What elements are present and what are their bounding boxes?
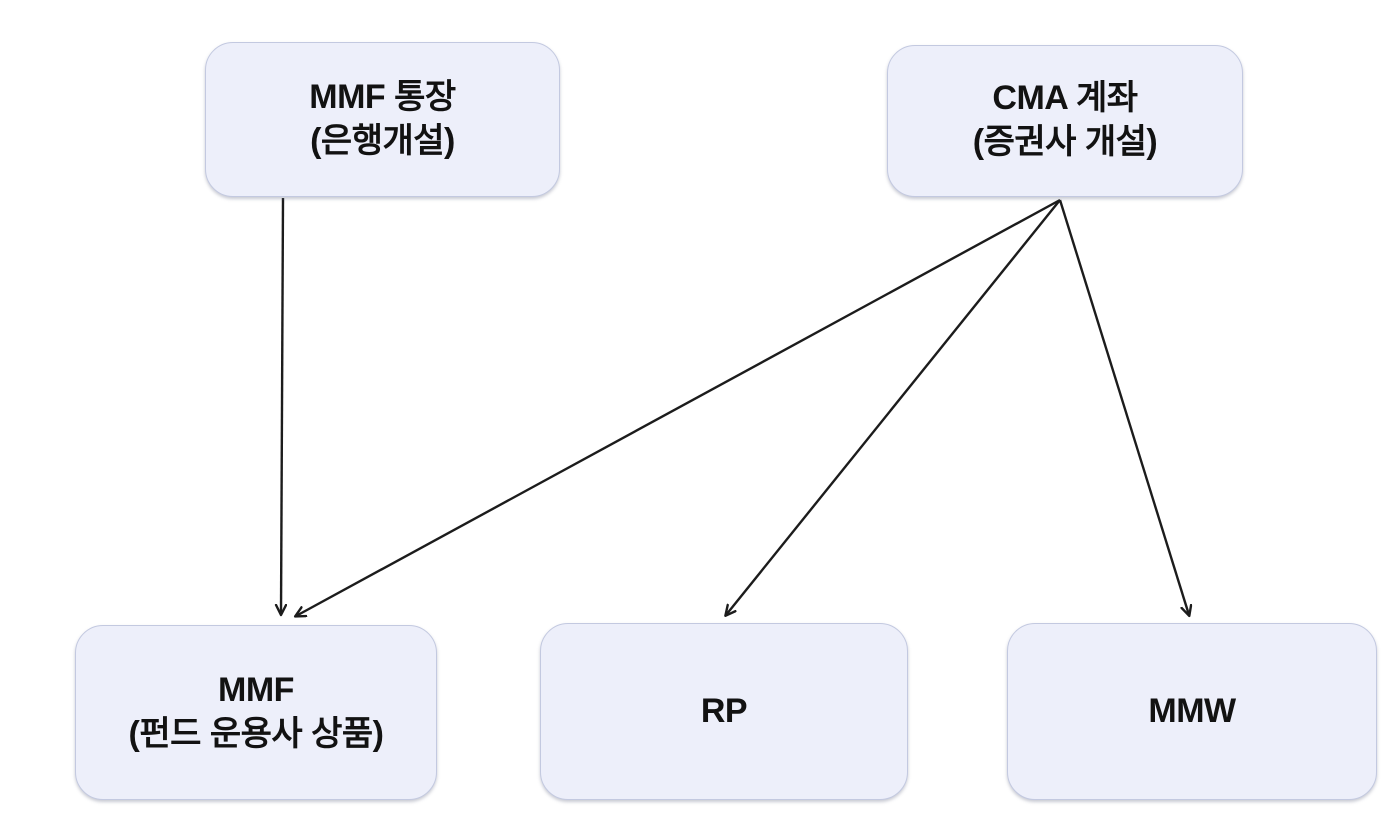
node-mmf-product: MMF (펀드 운용사 상품) — [75, 625, 437, 800]
node-cma-account-label: CMA 계좌 — [992, 79, 1138, 118]
node-mmw-product-label: MMW — [1148, 691, 1236, 730]
node-cma-account-sublabel: (증권사 개설) — [972, 123, 1158, 161]
edge-mmf-account-to-mmf-product — [281, 197, 283, 614]
node-rp-product-label: RP — [700, 691, 748, 730]
node-mmf-account-label: MMF 통장 — [309, 77, 456, 116]
edge-cma-account-to-rp-product — [726, 199, 1061, 615]
node-mmw-product: MMW — [1007, 623, 1377, 800]
node-mmf-account: MMF 통장 (은행개설) — [205, 42, 560, 197]
edge-cma-account-to-mmf-product — [296, 198, 1061, 616]
node-mmf-account-sublabel: (은행개설) — [310, 121, 455, 160]
node-mmf-product-sublabel: (펀드 운용사 상품) — [128, 714, 385, 753]
node-mmf-product-label: MMF — [218, 670, 294, 709]
node-rp-product: RP — [540, 623, 908, 800]
edge-cma-account-to-mmw-product — [1058, 199, 1189, 615]
node-cma-account: CMA 계좌 (증권사 개설) — [887, 45, 1243, 197]
